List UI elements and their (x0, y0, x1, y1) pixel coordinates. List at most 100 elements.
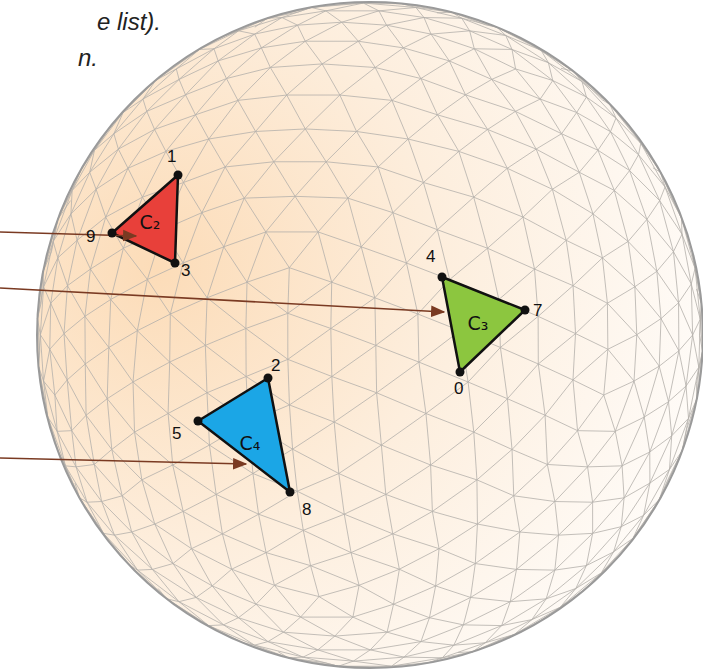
mesh-edge (305, 22, 341, 41)
mesh-edge (183, 247, 224, 263)
mesh-edge (71, 172, 90, 214)
mesh-edge (143, 79, 179, 99)
mesh-edge (437, 230, 487, 249)
mesh-edge (602, 241, 628, 257)
mesh-edge (216, 474, 253, 495)
mesh-edge (432, 480, 477, 512)
mesh-edge (85, 347, 109, 364)
mesh-edge (342, 22, 387, 25)
mesh-edge (44, 349, 50, 381)
mesh-edge (593, 498, 624, 534)
mesh-edge (348, 167, 378, 198)
mesh-edge (214, 34, 255, 49)
mesh-edge (686, 386, 688, 418)
mesh-edge (176, 69, 179, 80)
mesh-edge (437, 197, 473, 230)
mesh-edge (295, 162, 326, 197)
mesh-edge (485, 620, 532, 643)
mesh-edge (58, 214, 71, 258)
sphere-outline (37, 2, 703, 668)
mesh-edge (339, 474, 386, 495)
mesh-edge (179, 61, 218, 80)
mesh-edge (523, 217, 535, 269)
mesh-edge (332, 376, 334, 422)
mesh-edge (660, 187, 665, 201)
mesh-edge (195, 115, 208, 139)
mesh-edge (429, 586, 435, 618)
mesh-edge (305, 41, 358, 42)
mesh-edge (298, 22, 342, 25)
mesh-edge (40, 335, 49, 350)
mesh-edge (358, 25, 386, 41)
mesh-edge (109, 299, 111, 347)
mesh-edge (246, 359, 288, 376)
mesh-edge (205, 345, 207, 392)
mesh-edge (322, 64, 375, 68)
mesh-edge (209, 445, 216, 494)
mesh-edge (209, 626, 255, 646)
mesh-edge (449, 61, 491, 80)
mesh-edge (679, 303, 693, 335)
mesh-edge (53, 241, 58, 257)
mesh-edge (186, 79, 227, 95)
mesh-edge (392, 100, 438, 114)
mesh-edge (274, 161, 326, 162)
mesh-edge (322, 41, 358, 64)
mesh-edge (288, 268, 290, 314)
mesh-edge (669, 402, 672, 436)
mesh-edge (173, 549, 191, 564)
mesh-edge (155, 115, 196, 130)
vertex-dot (286, 488, 295, 497)
mesh-edge (212, 586, 256, 604)
mesh-edge (253, 474, 259, 515)
mesh-edge (404, 645, 454, 657)
mesh-edge (274, 585, 319, 596)
mesh-edge (535, 269, 574, 286)
mesh-edge (463, 602, 510, 625)
mesh-edge (475, 564, 516, 570)
mesh-edge (122, 480, 142, 496)
mesh-edge (538, 364, 573, 380)
mesh-edge (553, 81, 587, 98)
mesh-edge (339, 445, 382, 473)
mesh-edge (152, 564, 173, 570)
mesh-edge (67, 286, 84, 317)
mesh-edge (660, 201, 674, 252)
mesh-edge (579, 150, 598, 172)
mesh-edge (403, 48, 449, 61)
mesh-edge (536, 149, 552, 189)
mesh-edge (293, 422, 335, 449)
mesh-edge (218, 48, 261, 61)
mesh-edge (244, 162, 274, 198)
mesh-edge (109, 331, 138, 348)
mesh-edge (111, 248, 124, 299)
mesh-edge (224, 247, 247, 282)
mesh-edge (67, 380, 86, 415)
mesh-edge (566, 240, 573, 285)
mesh-edge (387, 618, 429, 632)
mesh-edge (358, 41, 403, 48)
mesh-edge (510, 599, 546, 602)
mesh-edge (555, 535, 559, 570)
mesh-edge (406, 263, 417, 314)
mesh-edge (377, 393, 382, 445)
mesh-edge (439, 549, 475, 564)
mesh-edge (408, 115, 437, 139)
mesh-edge (209, 100, 238, 139)
mesh-edge (614, 527, 622, 552)
mesh-edge (579, 172, 614, 190)
mesh-edge (183, 511, 222, 533)
mesh-edge (408, 139, 423, 182)
mesh-edge (274, 129, 306, 162)
mesh-edge (85, 364, 107, 399)
mesh-edge (582, 82, 616, 119)
mesh-edge (268, 632, 283, 641)
mesh-edge (370, 642, 421, 650)
mesh-edge (196, 586, 212, 598)
mesh-edge (610, 132, 629, 171)
mesh-edge (517, 535, 559, 569)
mesh-edge (353, 604, 394, 617)
mesh-edge (332, 247, 362, 282)
mesh-edge (283, 617, 300, 632)
mesh-edge (517, 569, 555, 571)
